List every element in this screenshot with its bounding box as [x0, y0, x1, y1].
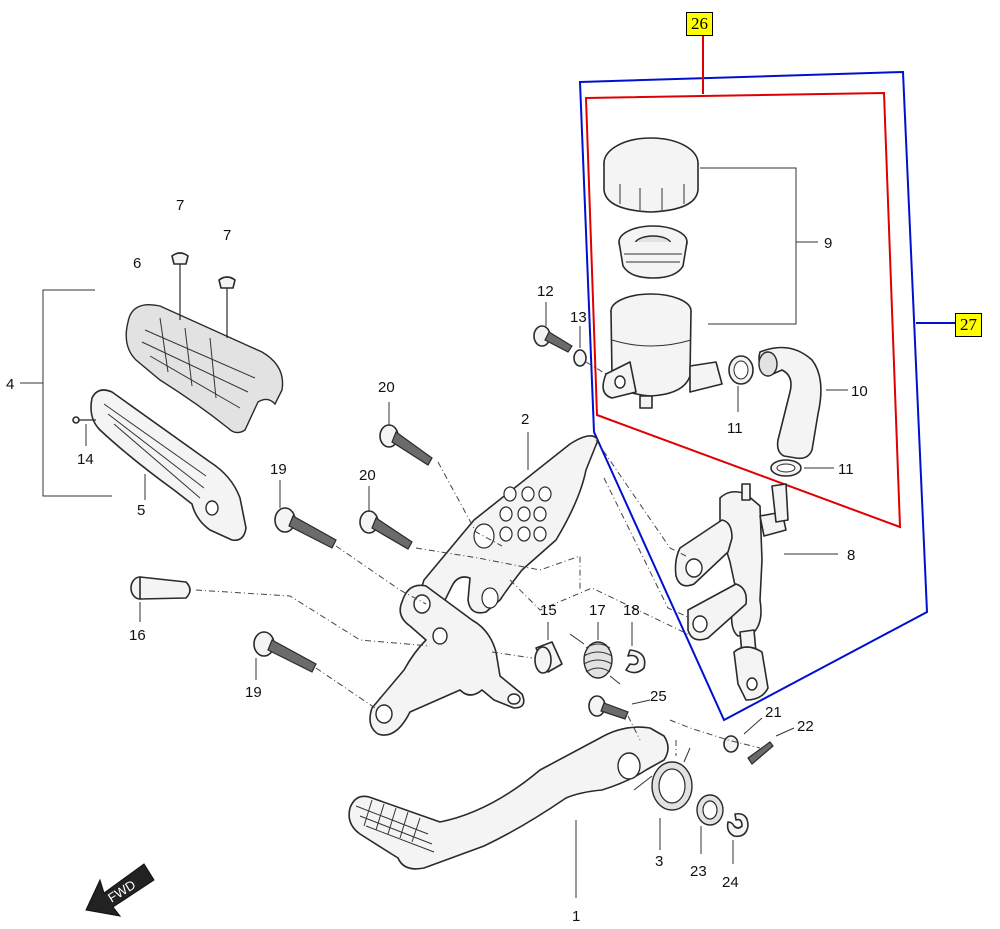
callout-2: 2 [521, 411, 529, 428]
assembly-26-frame [584, 91, 902, 529]
pedal-pivot-bracket [369, 584, 525, 736]
pivot-pin-16 [130, 576, 191, 622]
assembly-tag-26[interactable]: 26 [686, 12, 713, 36]
bolt-12 [533, 302, 573, 353]
footpeg-assembly [20, 252, 284, 542]
callout-20-lower: 20 [359, 467, 376, 484]
callout-21: 21 [765, 704, 782, 721]
bolt-19-lower [253, 631, 317, 680]
spring-17 [569, 622, 621, 685]
callout-4: 4 [6, 376, 14, 393]
callout-14: 14 [77, 451, 94, 468]
bolt-20-lower [359, 486, 413, 550]
pivot-assembly [130, 480, 646, 736]
assembly-27-frame [578, 70, 929, 722]
callout-12: 12 [537, 283, 554, 300]
bolt-19-upper [274, 480, 337, 549]
washer-21 [723, 717, 763, 753]
callout-3: 3 [655, 853, 663, 870]
brake-pedal-assembly [348, 695, 795, 898]
callout-11-upper: 11 [727, 420, 743, 437]
callout-22: 22 [797, 718, 814, 735]
callout-labels: 1 2 3 4 5 6 7 7 8 9 10 11 11 12 13 14 15… [6, 197, 868, 925]
screw-7a [171, 252, 189, 265]
circlip-24 [726, 812, 749, 864]
screw-7b [218, 276, 236, 289]
callout-1: 1 [572, 908, 580, 925]
callout-19-lower: 19 [245, 684, 262, 701]
callout-11-lower: 11 [838, 461, 854, 478]
reservoir-diaphragm [618, 225, 688, 279]
callout-10: 10 [851, 383, 868, 400]
reservoir-hose [758, 346, 848, 460]
master-cylinder-group [533, 137, 848, 701]
callout-20-upper: 20 [378, 379, 395, 396]
assembly-tag-27[interactable]: 27 [955, 313, 982, 337]
clip-18 [625, 622, 646, 674]
callout-18: 18 [623, 602, 640, 619]
callout-25: 25 [650, 688, 667, 705]
reservoir-cap [603, 137, 699, 213]
callout-19-upper: 19 [270, 461, 287, 478]
callout-7b: 7 [223, 227, 231, 244]
bolt-20-upper [379, 402, 433, 466]
footrest-bracket [420, 435, 599, 614]
callout-6: 6 [133, 255, 141, 272]
return-spring-3 [633, 747, 693, 850]
assembly-tag-26-label: 26 [691, 14, 708, 33]
callout-23: 23 [690, 863, 707, 880]
callout-13: 13 [570, 309, 587, 326]
callout-8: 8 [847, 547, 855, 564]
callout-9: 9 [824, 235, 832, 252]
callout-5: 5 [137, 502, 145, 519]
callout-17: 17 [589, 602, 606, 619]
master-cylinder [674, 483, 838, 701]
hose-clamp-11-upper [728, 355, 754, 412]
footpeg-rubber [125, 304, 284, 434]
washer-23 [696, 794, 724, 854]
callout-15: 15 [540, 602, 557, 619]
callout-7a: 7 [176, 197, 184, 214]
fluid-reservoir [602, 293, 723, 409]
fwd-arrow-icon: FWD [85, 863, 155, 917]
assembly-tag-27-label: 27 [960, 315, 977, 334]
washer-13 [573, 326, 587, 367]
bushing-15 [534, 622, 563, 674]
callout-16: 16 [129, 627, 146, 644]
hose-clamp-11-lower [770, 459, 834, 477]
cotter-pin-22 [747, 727, 795, 765]
bolt-25 [588, 695, 651, 720]
callout-24: 24 [722, 874, 739, 891]
brake-pedal [348, 726, 669, 870]
